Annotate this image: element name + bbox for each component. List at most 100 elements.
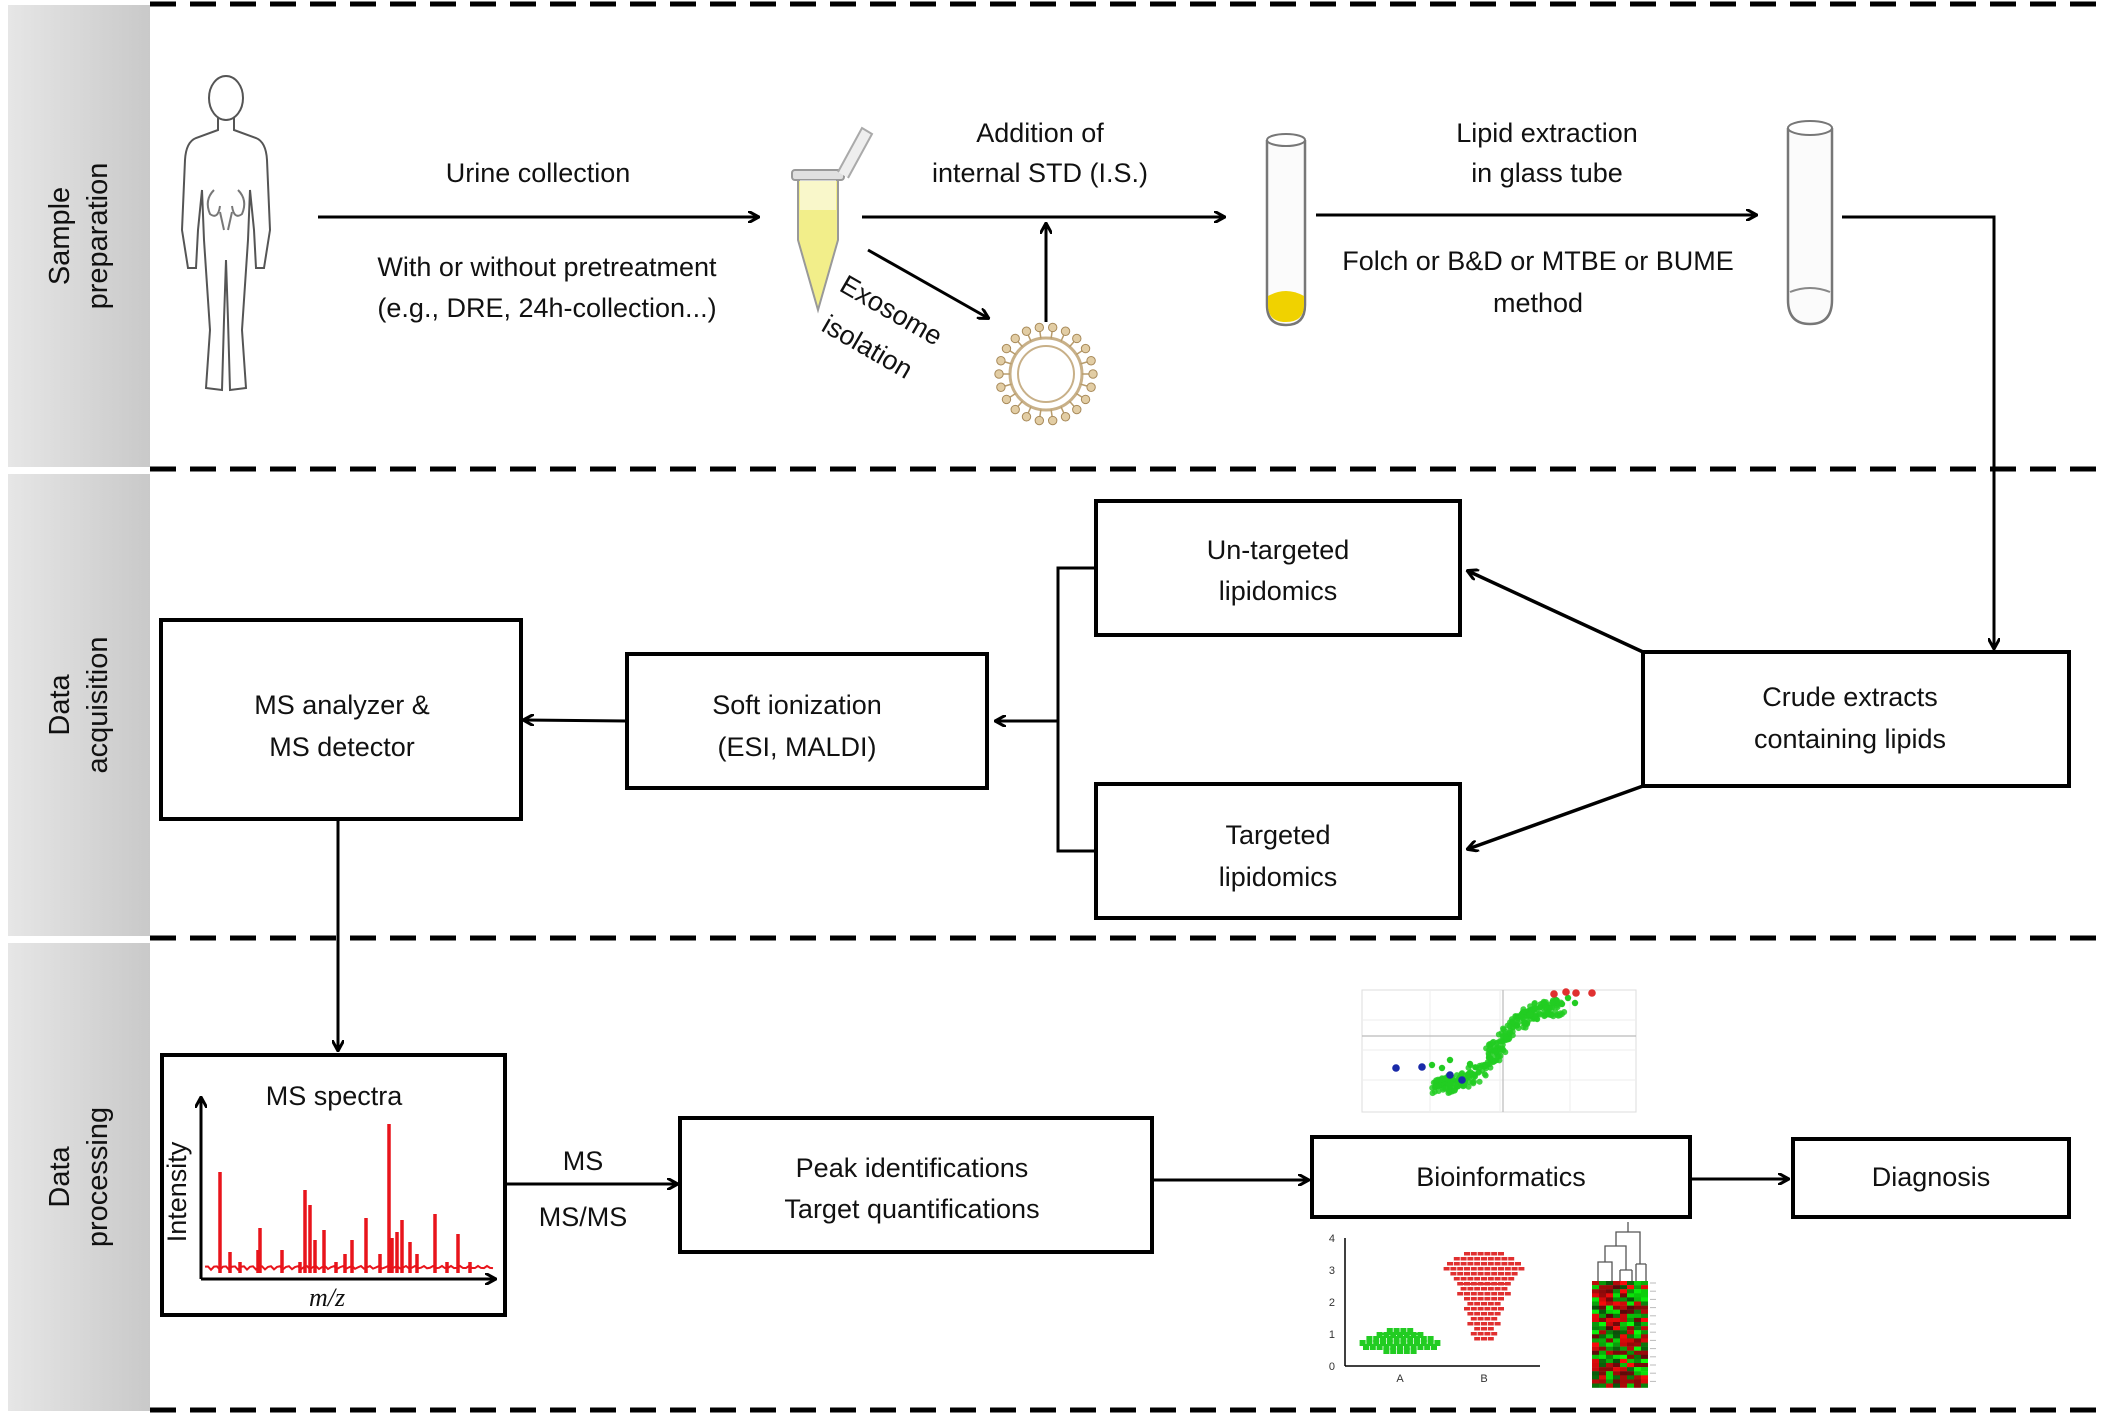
- dot-plot-point-b: [1477, 1252, 1484, 1256]
- s-plot-point: [1465, 1083, 1472, 1090]
- dot-plot-point-b: [1491, 1332, 1498, 1336]
- heatmap-cell: [1627, 1334, 1634, 1339]
- section-bar-sample-preparation: [8, 5, 150, 467]
- peak-identification-box: [678, 1116, 1154, 1254]
- untargeted-label: lipidomics: [1219, 576, 1338, 606]
- s-plot-point: [1469, 1070, 1476, 1077]
- heatmap-cell: [1613, 1363, 1620, 1368]
- heatmap-cell: [1613, 1317, 1620, 1323]
- s-plot-point: [1527, 1011, 1534, 1018]
- heatmap-cell: [1613, 1281, 1620, 1286]
- dot-plot-point-a: [1400, 1328, 1407, 1334]
- heatmap-cell: [1627, 1371, 1634, 1376]
- heatmap-cell: [1599, 1363, 1606, 1368]
- heatmap-cell: [1641, 1354, 1648, 1360]
- heatmap-cell: [1592, 1350, 1599, 1355]
- diagnosis-label: Diagnosis: [1872, 1162, 1991, 1192]
- heatmap-cell: [1606, 1371, 1613, 1376]
- dot-plot-point-b: [1460, 1277, 1467, 1281]
- s-plot-point: [1476, 1078, 1483, 1085]
- dot-plot-point-b: [1464, 1272, 1470, 1276]
- dot-plot-point-b: [1491, 1272, 1498, 1276]
- exosome-protein: [1088, 369, 1098, 379]
- exosome-protein: [1010, 333, 1020, 344]
- heatmap-cell: [1620, 1367, 1627, 1372]
- heatmap-cell: [1627, 1322, 1634, 1327]
- heatmap-cell: [1620, 1354, 1627, 1360]
- heatmap-cell: [1634, 1289, 1641, 1294]
- exosome-protein: [1086, 356, 1096, 366]
- heatmap-cell: [1606, 1281, 1613, 1286]
- heatmap-cell: [1620, 1338, 1627, 1343]
- heatmap-cell: [1620, 1379, 1627, 1384]
- dot-plot-point-b: [1470, 1307, 1477, 1311]
- heatmap-cell: [1606, 1354, 1613, 1360]
- heatmap-cell: [1641, 1383, 1648, 1388]
- heatmap-cell: [1641, 1379, 1648, 1384]
- dot-plot-point-b: [1467, 1312, 1474, 1316]
- dot-plot-point-a: [1420, 1336, 1427, 1342]
- heatmap-cell: [1592, 1363, 1599, 1368]
- s-plot-point: [1542, 1004, 1549, 1011]
- s-plot-point: [1558, 1000, 1566, 1008]
- heatmap-cell: [1606, 1297, 1613, 1302]
- dot-plot-group: A: [1396, 1373, 1404, 1385]
- dot-plot-point-a: [1403, 1344, 1410, 1350]
- dot-plot-point-b: [1498, 1267, 1504, 1271]
- s-plot-point: [1442, 1085, 1449, 1092]
- s-plot-point: [1472, 1064, 1479, 1071]
- extraction-method-label: Folch or B&D or MTBE or BUME: [1342, 246, 1734, 276]
- ms-arrow-label: MS: [563, 1146, 604, 1176]
- dot-plot-point-b: [1504, 1267, 1511, 1271]
- heatmap-cell: [1613, 1354, 1620, 1360]
- dot-plot-point-b: [1467, 1262, 1474, 1266]
- dot-plot-point-a: [1386, 1340, 1393, 1346]
- dot-plot-point-b: [1487, 1322, 1494, 1326]
- heatmap-cell: [1641, 1342, 1648, 1347]
- dot-plot-point-a: [1424, 1344, 1431, 1350]
- s-plot-point: [1509, 1028, 1516, 1035]
- dot-plot-point-b: [1481, 1262, 1487, 1266]
- heatmap-cell: [1641, 1309, 1648, 1314]
- heatmap-cell: [1620, 1293, 1627, 1298]
- heatmap-cell: [1641, 1301, 1648, 1306]
- dot-plot-thumbnail: 0 1 2 3 4 A B: [1329, 1233, 1540, 1385]
- heatmap-cell: [1613, 1293, 1620, 1298]
- lipid-extraction-label: Lipid extraction: [1456, 118, 1638, 148]
- heatmap-cell: [1620, 1326, 1627, 1331]
- soft-ionization-box: [625, 652, 989, 790]
- heatmap-cell: [1592, 1330, 1599, 1335]
- dot-plot-point-b: [1470, 1317, 1477, 1321]
- heatmap-cell: [1599, 1305, 1606, 1310]
- dot-plot-point-a: [1386, 1336, 1393, 1342]
- dot-plot-point-b: [1494, 1262, 1501, 1266]
- heatmap-cell: [1620, 1383, 1627, 1388]
- dot-plot-point-a: [1427, 1340, 1434, 1346]
- diagnosis-box: [1791, 1137, 2071, 1219]
- urine-collection-label: Urine collection: [446, 158, 631, 188]
- dot-plot-point-b: [1484, 1317, 1491, 1321]
- dot-plot-point-b: [1511, 1272, 1518, 1276]
- ms-detector-label: MS detector: [269, 732, 415, 762]
- heatmap-cell: [1641, 1346, 1648, 1351]
- exosome-icon: [994, 322, 1098, 426]
- dot-plot-point-b: [1453, 1277, 1460, 1281]
- heatmap-cell: [1613, 1367, 1620, 1372]
- section-bar-data-acquisition: [8, 474, 150, 936]
- dot-plot-point-b: [1504, 1292, 1511, 1296]
- heatmap-cell: [1627, 1326, 1634, 1331]
- dot-plot-point-b: [1474, 1257, 1481, 1261]
- dot-plot-point-b: [1491, 1267, 1498, 1271]
- dot-plot-point-b: [1474, 1327, 1481, 1331]
- mz-axis-label: m/z: [309, 1283, 345, 1312]
- heatmap-cell: [1627, 1317, 1634, 1323]
- dot-plot-point-b: [1501, 1262, 1508, 1266]
- heatmap-cell: [1592, 1289, 1599, 1294]
- heatmap-cell: [1592, 1297, 1599, 1302]
- dot-plot-point-b: [1443, 1267, 1450, 1271]
- s-plot-point: [1518, 1013, 1525, 1020]
- heatmap-cell: [1634, 1346, 1641, 1351]
- heatmap-cell: [1641, 1317, 1648, 1323]
- s-plot-point: [1532, 1004, 1539, 1011]
- exosome-protein: [1047, 415, 1058, 426]
